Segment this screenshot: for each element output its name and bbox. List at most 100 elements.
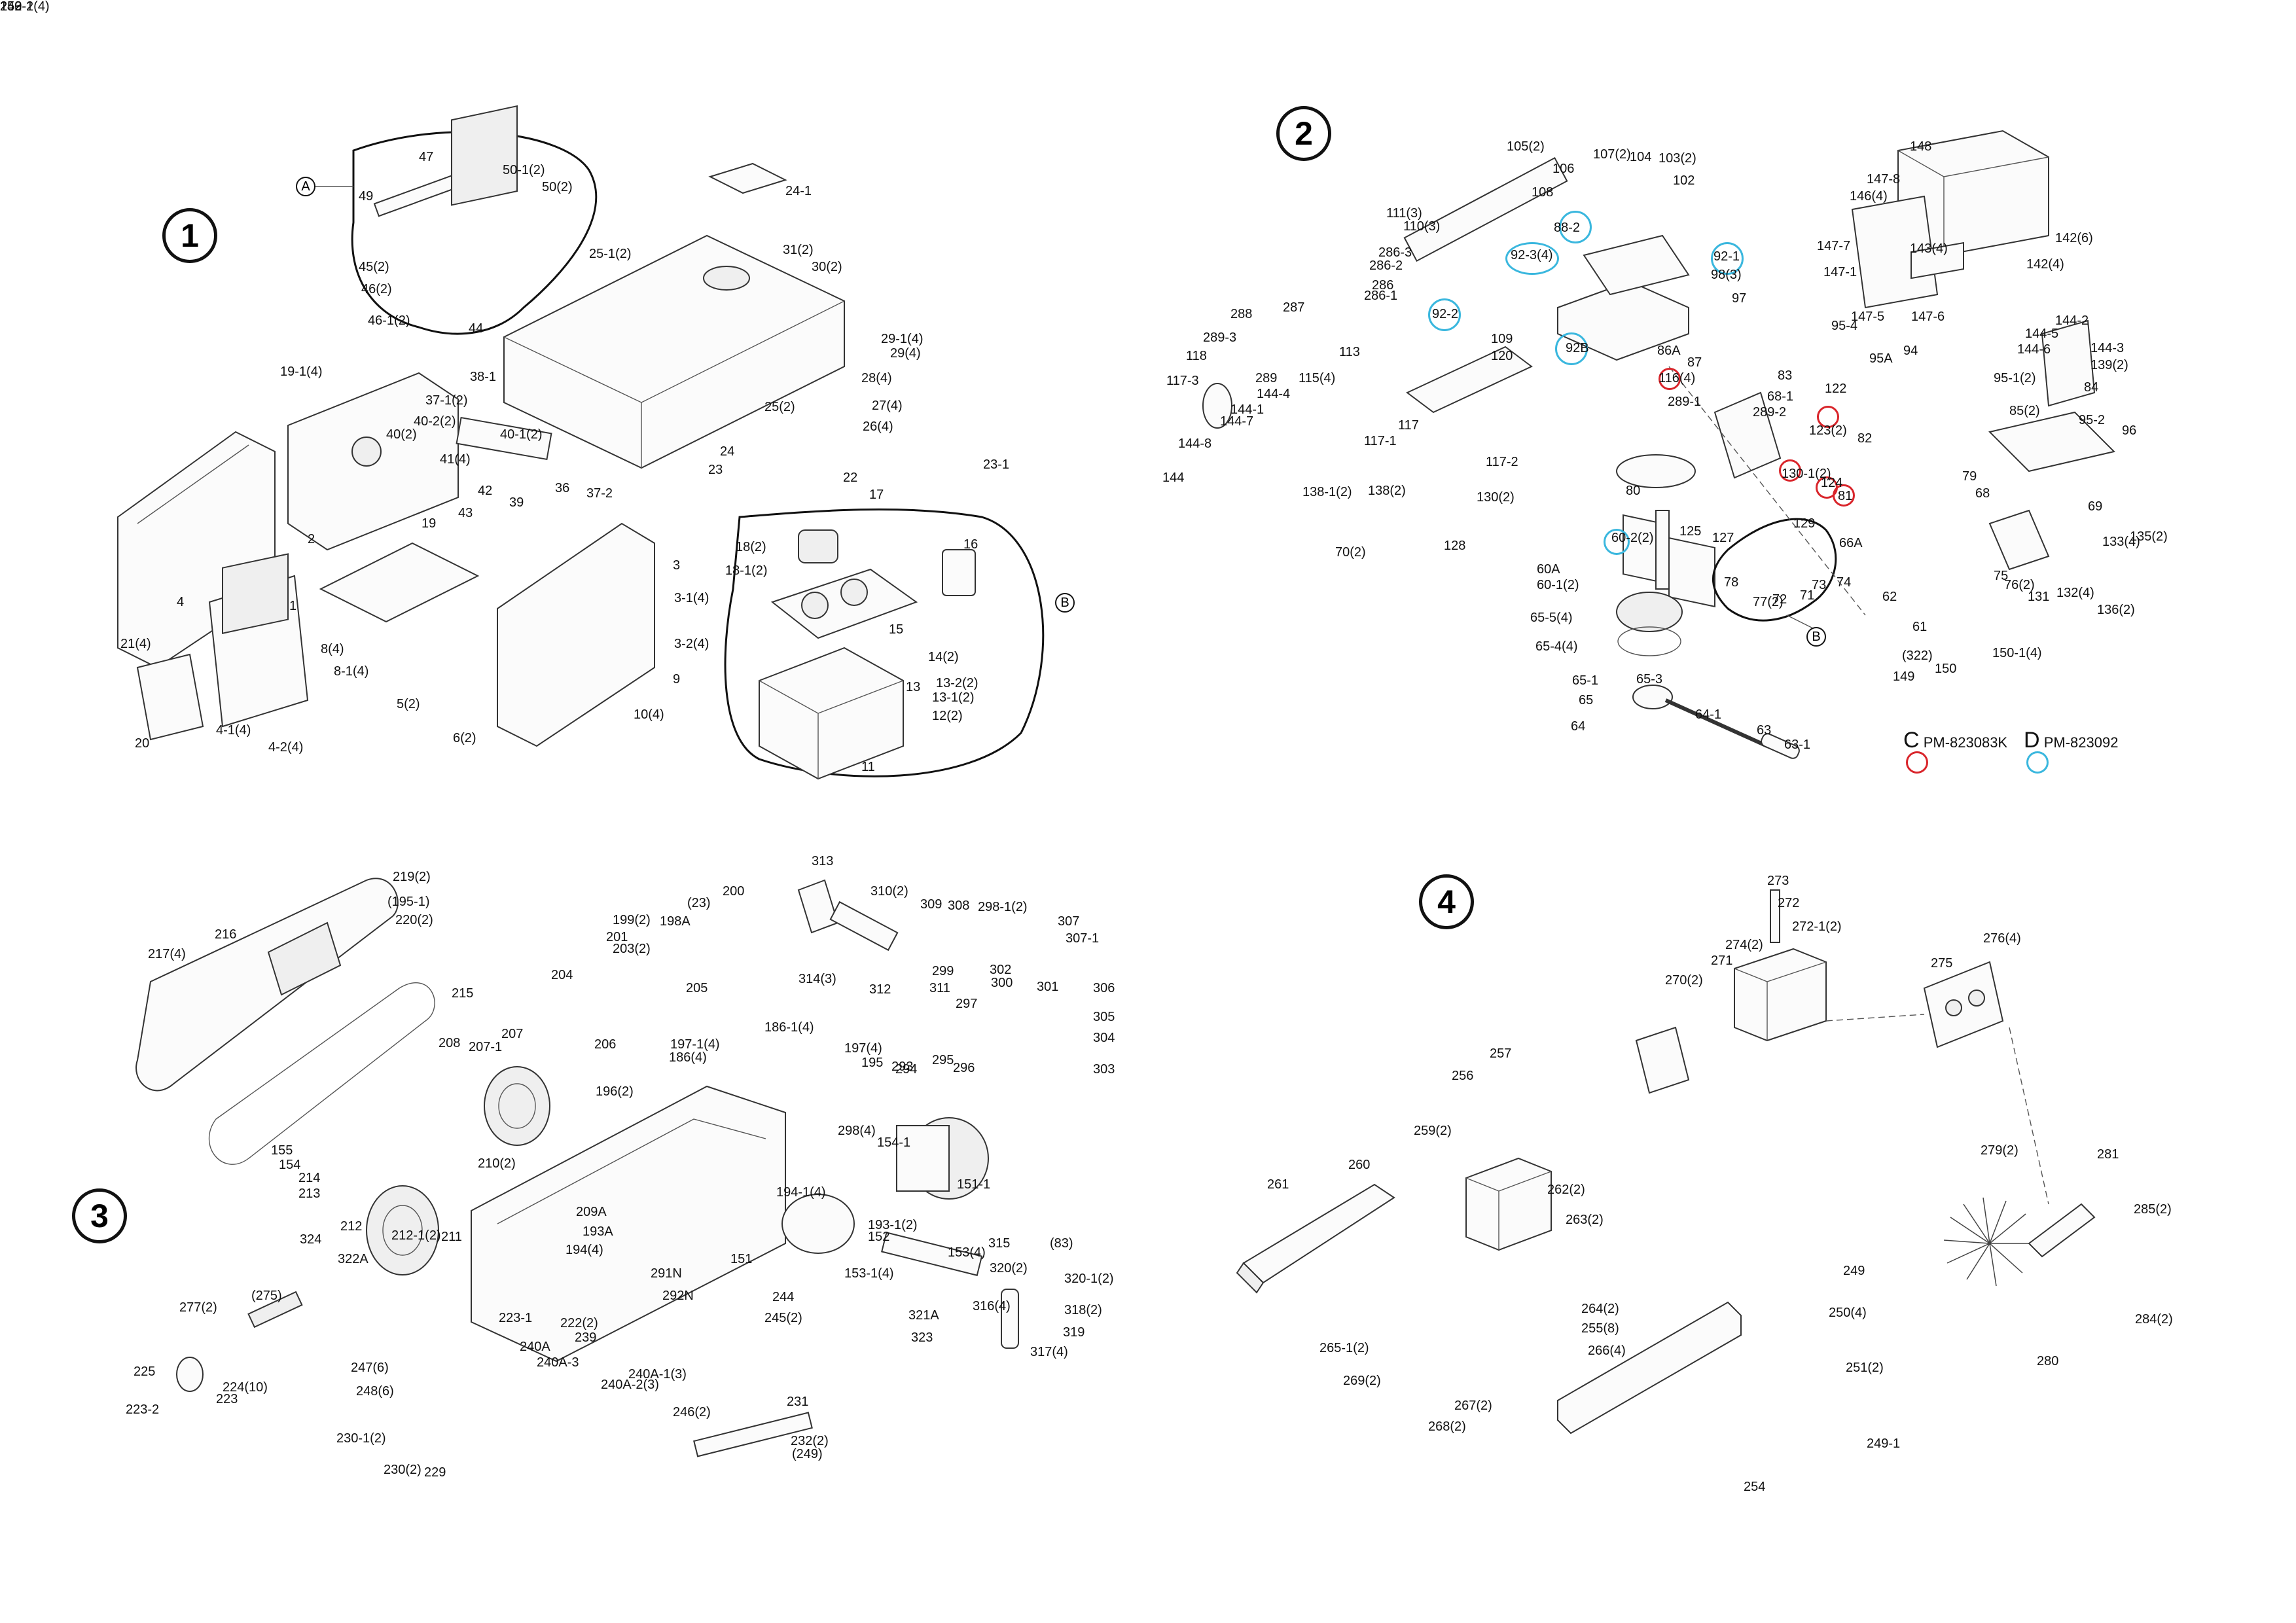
part-label-q3: 305 [1093,1010,1115,1024]
part-label-q3: 223-1 [499,1311,533,1325]
part-label-q3: 306 [1093,981,1115,995]
part-label-q1: 41(4) [440,452,471,467]
part-label-q3: 323 [911,1330,933,1345]
blue-marker-92-3 [1505,242,1559,275]
part-label-q2: 142(6) [2055,231,2093,245]
part-label-q3: 219(2) [393,870,431,884]
part-label-q4: 267(2) [1454,1399,1492,1413]
part-label-q3: 193-1(2) [868,1218,918,1232]
part-label-q3: (249) [792,1447,823,1461]
part-label-q3: 240A [520,1340,550,1354]
part-label-q2: 74 [1837,575,1852,590]
part-label-q3: 252 [0,0,22,14]
part-label-q2: 117-3 [1166,374,1199,388]
part-label-q2: 64-1 [1695,707,1722,722]
part-label-q3: 212 [340,1219,363,1234]
part-label-q3: 223-2 [126,1402,160,1417]
part-label-q3: 297 [956,997,978,1011]
part-label-q4: 280 [2037,1354,2059,1368]
red-marker-83 [1659,368,1681,390]
part-label-q3: 244 [772,1290,795,1304]
part-label-q3: 197(4) [844,1041,882,1056]
part-label-q3: 212-1(2) [391,1228,441,1243]
part-label-q1: 4 [177,595,185,609]
red-marker-82 [1817,406,1839,428]
legend-c-text: PM-823083K [1923,734,2008,751]
part-label-q3: 240A-2(3) [601,1378,659,1392]
part-label-q2: 113 [1339,345,1360,359]
part-label-q1: 13-2(2) [936,676,978,690]
part-label-q3: 204 [551,968,573,982]
part-label-q3: 298(4) [838,1124,876,1138]
blue-marker-92-1 [1711,242,1744,275]
part-label-q3: 292N [662,1289,694,1303]
part-label-q3: 201 [606,930,628,944]
part-label-q1: 44 [469,321,484,336]
part-label-q3: 301 [1037,980,1059,994]
part-label-q3: 300 [991,976,1013,990]
part-label-q1: 24 [720,444,735,459]
part-label-q4: 254 [1744,1480,1766,1494]
part-label-q2: 138(2) [1368,484,1406,498]
part-label-q2: 125 [1679,524,1702,539]
callout-a: A [296,177,315,196]
part-label-q1: 15 [889,622,904,637]
part-label-q2: 64 [1571,719,1586,734]
part-label-q4: 268(2) [1428,1419,1466,1434]
part-label-q2: 95-1(2) [1994,371,2036,385]
part-label-q1: 42 [478,484,493,498]
part-label-q2: 122 [1825,382,1847,396]
part-label-q3: 294 [895,1062,918,1077]
part-label-q3: 314(3) [798,972,836,986]
part-label-q3: 153(4) [948,1245,986,1260]
part-label-q2: 104 [1630,150,1652,164]
legend-d-letter: D [2024,728,2040,753]
quadrant-number-3: 3 [72,1188,127,1243]
part-label-q2: 70(2) [1335,545,1366,560]
quadrant-number-4: 4 [1419,874,1474,929]
part-label-q3: 231 [787,1395,809,1409]
part-label-q1: 25-1(2) [589,247,632,261]
part-label-q2: 92-3(4) [1511,248,1553,262]
blue-marker-92-2 [1428,298,1461,331]
red-marker-79 [1833,484,1855,507]
part-label-q2: 71 [1800,588,1815,603]
part-label-q1: 20 [135,736,150,751]
part-label-q1: 22 [843,471,858,485]
part-label-q3: 309 [920,897,942,912]
part-label-q2: (322) [1902,649,1933,663]
part-label-q3: 152 [868,1230,890,1244]
part-label-q4: 262(2) [1547,1183,1585,1197]
part-label-q4: 256 [1452,1069,1474,1083]
part-label-q4: 259(2) [1414,1124,1452,1138]
part-label-q2: 289-3 [1203,330,1237,345]
part-label-q3: 186(4) [669,1050,707,1065]
part-label-q1: 2 [308,532,315,546]
part-label-q2: 60-2(2) [1611,531,1654,545]
part-label-q2: 92B [1566,341,1589,355]
part-label-q2: 102 [1673,173,1695,188]
part-label-q2: 63-1 [1784,738,1811,752]
part-label-q3: (275) [251,1289,282,1303]
quadrant-number-1: 1 [162,208,217,263]
part-label-q2: 147-5 [1851,310,1885,324]
quadrant-number-2: 2 [1276,106,1331,161]
part-label-q3: 200 [723,884,745,899]
part-label-q2: 142(4) [2026,257,2064,272]
part-label-q2: 111(3) [1386,206,1422,221]
part-label-q1: 3-2(4) [674,637,709,651]
part-label-q3: 304 [1093,1031,1115,1045]
part-label-q2: 72 [1772,592,1787,607]
part-label-q2: 286-3 [1378,245,1412,260]
part-label-q3: 307-1 [1066,931,1100,946]
part-label-q3: 310(2) [870,884,908,899]
part-label-q3: 240A-3 [537,1355,579,1370]
part-label-q2: 63 [1757,723,1772,738]
part-label-q2: 66A [1839,536,1863,550]
quadrant-2-drawing [1202,130,2115,759]
part-label-q2: 135(2) [2130,529,2168,544]
part-label-q1: 13-1(2) [932,690,975,705]
legend-d: D PM-823092 [2024,728,2118,753]
part-label-q2: 87 [1687,355,1702,370]
part-label-q2: 65-4(4) [1535,639,1578,654]
